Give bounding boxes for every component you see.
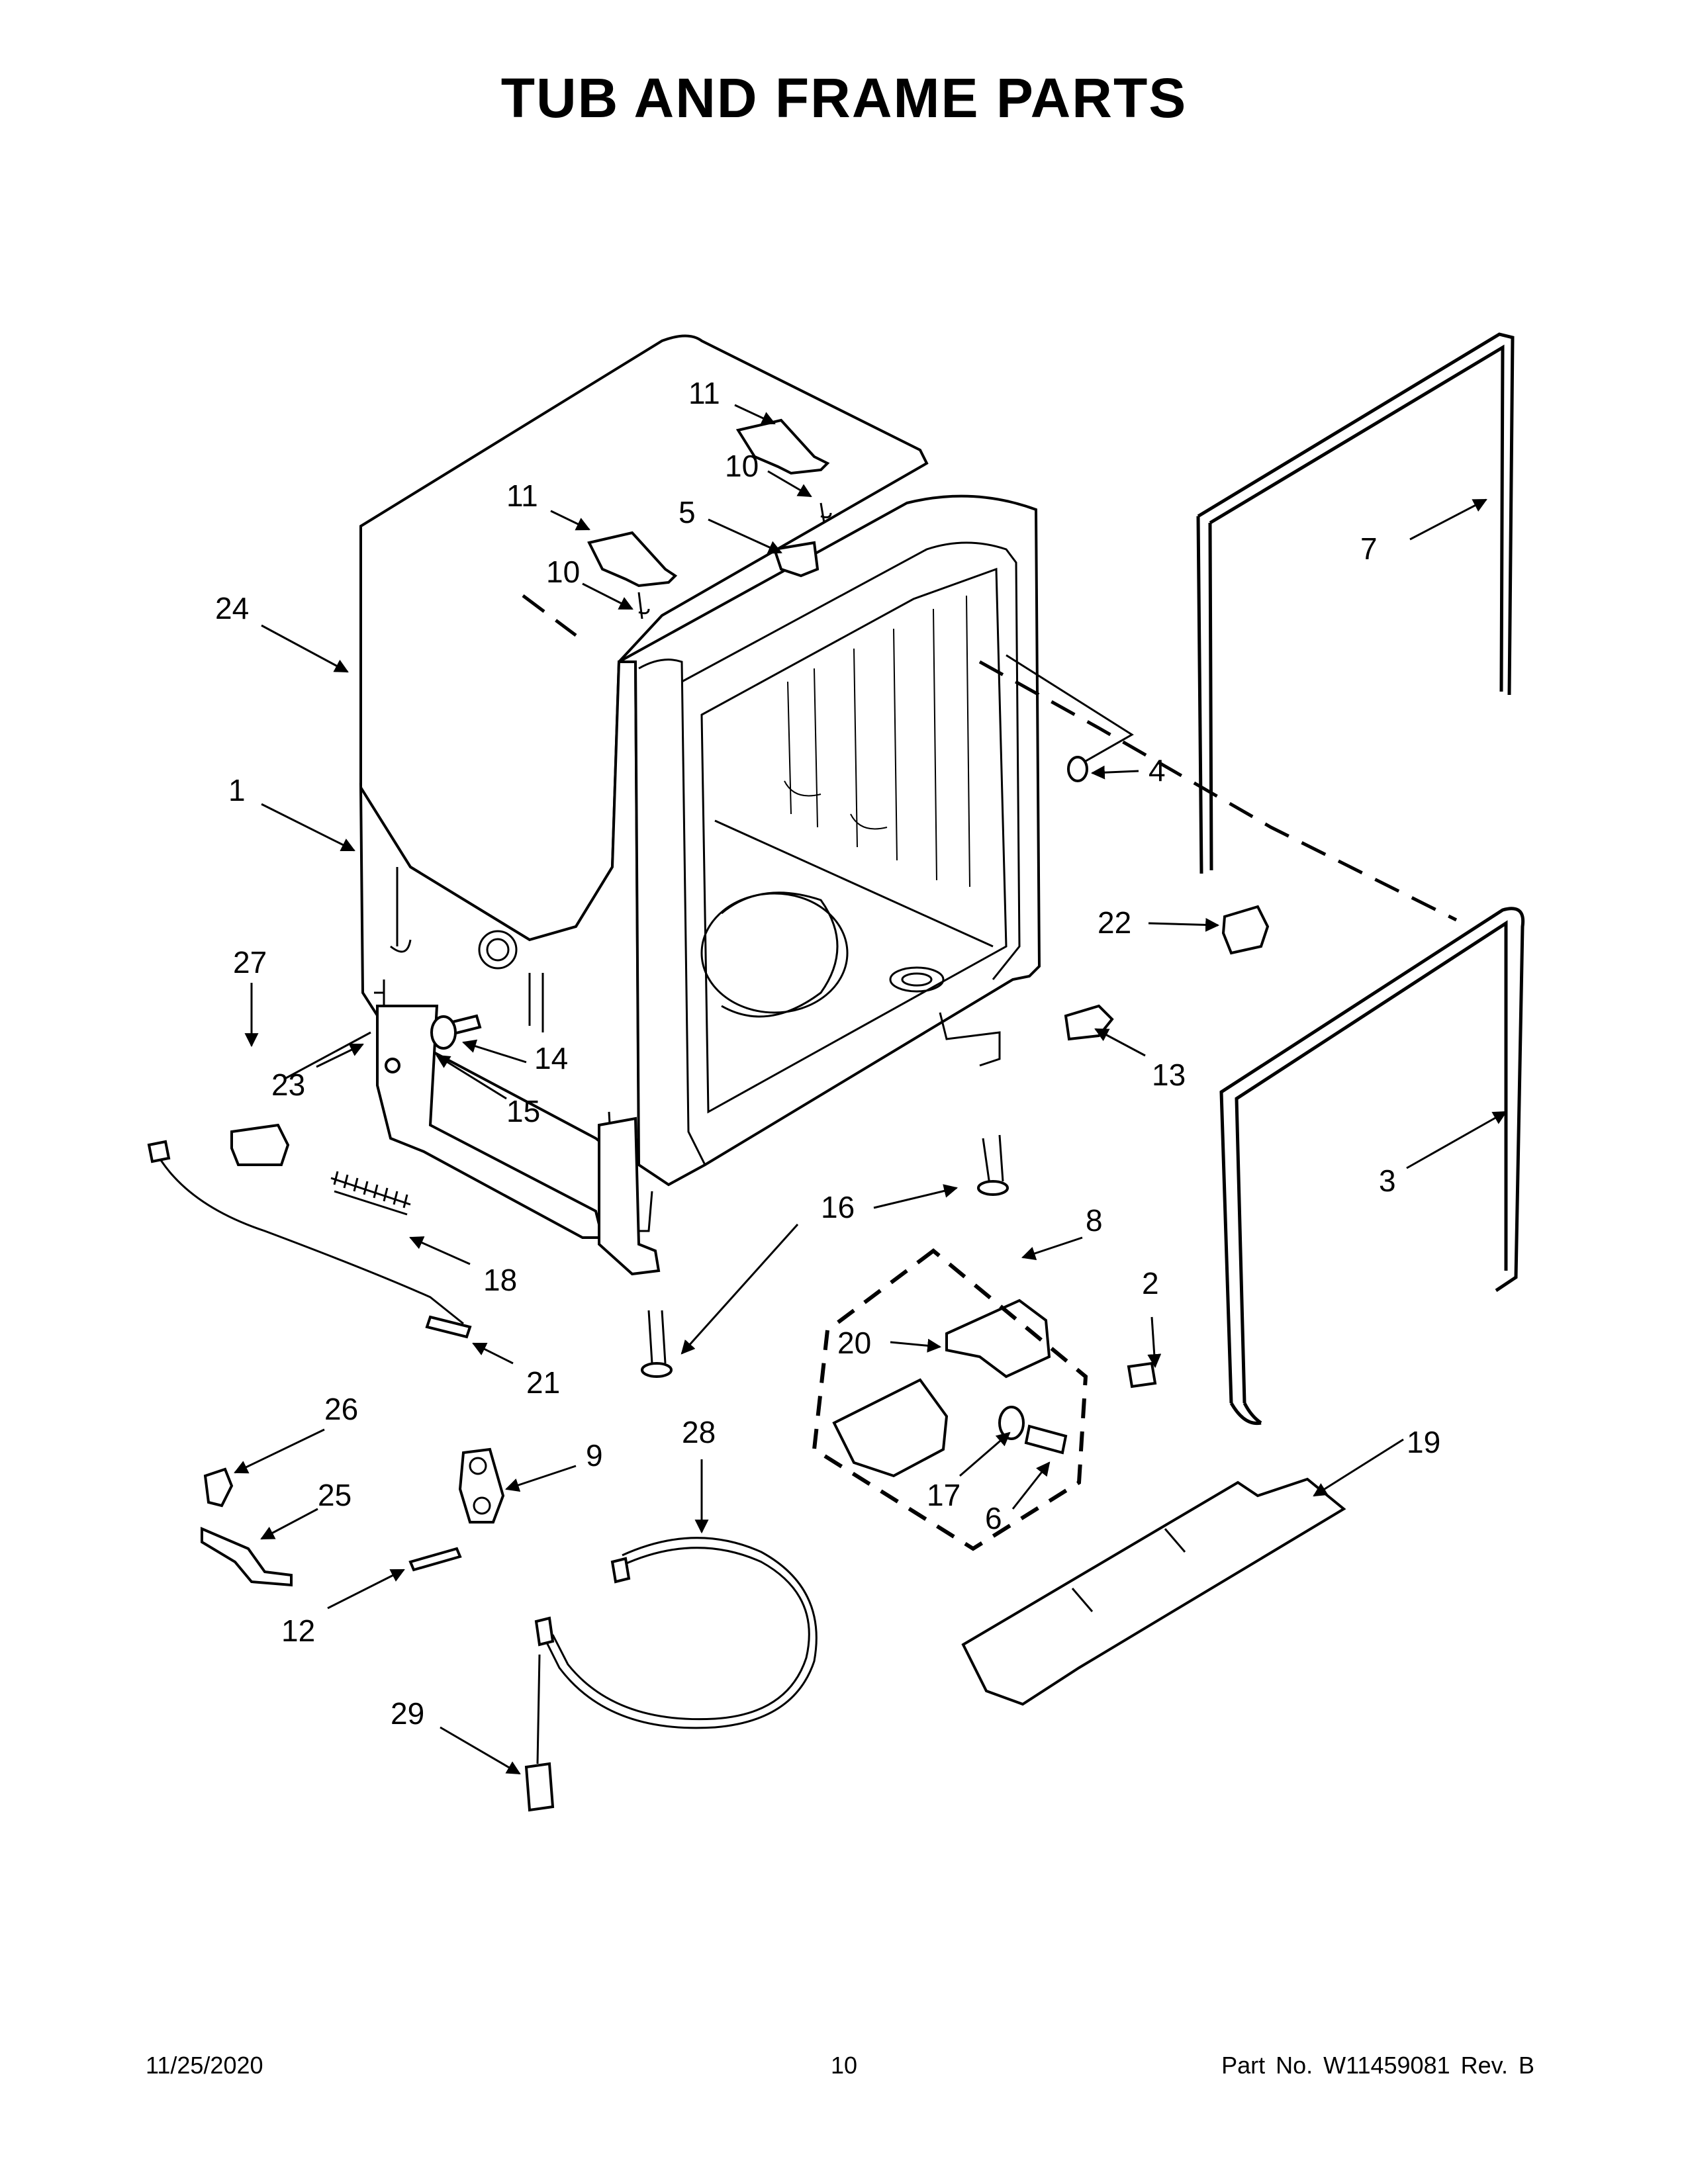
callout-4: 4 <box>1149 753 1166 788</box>
tub-assembly <box>359 334 1041 1276</box>
callout-17: 17 <box>927 1478 961 1512</box>
callout-29: 29 <box>391 1696 424 1731</box>
callout-6: 6 <box>985 1501 1002 1535</box>
callout-19: 19 <box>1407 1425 1440 1459</box>
footer-part-number: Part No. W11459081 Rev. B <box>1221 2052 1534 2079</box>
callout-13: 13 <box>1152 1058 1186 1092</box>
washer-17 <box>998 1406 1025 1440</box>
tub-gasket <box>1219 907 1525 1426</box>
callout-27: 27 <box>233 945 267 979</box>
callout-20: 20 <box>837 1326 871 1360</box>
page-title: TUB AND FRAME PARTS <box>500 67 1188 129</box>
callout-1: 1 <box>228 773 246 807</box>
spring-18 <box>333 1171 408 1208</box>
screw-2 <box>1127 1361 1157 1388</box>
callout-23: 23 <box>271 1068 305 1102</box>
side-port <box>478 930 518 970</box>
washer-15 <box>430 1015 457 1050</box>
reference-lines <box>284 594 1458 1080</box>
bracket-20 <box>945 1298 1051 1379</box>
box-20 <box>832 1378 949 1478</box>
callout-12: 12 <box>281 1614 315 1648</box>
hose-28 <box>541 1537 818 1729</box>
small-parts <box>147 756 1346 1812</box>
callout-10-lower: 10 <box>546 555 580 589</box>
screw-6 <box>1024 1424 1068 1455</box>
leg-16-lower <box>647 1310 667 1364</box>
hinge-bracket-lower <box>587 531 678 588</box>
sump-opening <box>700 892 849 1014</box>
callout-25: 25 <box>318 1478 352 1512</box>
plate-19 <box>961 1477 1346 1706</box>
grommet-23 <box>385 1058 400 1073</box>
callout-2: 2 <box>1142 1266 1159 1300</box>
callout-16: 16 <box>821 1190 855 1224</box>
leg-16-upper <box>982 1134 1004 1185</box>
callout-5: 5 <box>679 495 696 529</box>
callout-labels: 11 10 11 10 5 24 1 27 23 14 15 18 21 7 4… <box>215 376 1440 1731</box>
callout-18: 18 <box>483 1263 517 1297</box>
footer-page-number: 10 <box>830 2052 858 2079</box>
hinge-bracket-upper <box>735 418 830 475</box>
callout-7: 7 <box>1360 531 1378 566</box>
fitting-29 <box>524 1762 555 1812</box>
wire-21 <box>154 1151 464 1325</box>
group-8-outline <box>812 1248 1088 1551</box>
top-bracket <box>773 541 820 578</box>
plug <box>1067 756 1088 782</box>
cap-27 <box>230 1123 290 1166</box>
bracket-25 <box>201 1526 293 1587</box>
leader-arrows <box>234 404 1507 1775</box>
callout-11-lower: 11 <box>506 478 538 513</box>
bracket-9 <box>458 1447 505 1524</box>
callout-11-upper: 11 <box>688 376 720 410</box>
callout-22: 22 <box>1098 905 1131 940</box>
sensor-26 <box>203 1467 234 1508</box>
callout-3: 3 <box>1379 1163 1396 1198</box>
callout-26: 26 <box>324 1392 358 1426</box>
clip-22 <box>1221 905 1270 955</box>
door-gasket-side <box>1196 332 1515 874</box>
callout-15: 15 <box>506 1094 540 1128</box>
callout-10-upper: 10 <box>725 449 759 483</box>
callout-9: 9 <box>586 1438 603 1473</box>
callout-14: 14 <box>534 1041 568 1075</box>
callout-24: 24 <box>215 591 249 625</box>
footer-date: 11/25/2020 <box>146 2052 263 2079</box>
callout-28: 28 <box>682 1415 716 1449</box>
callout-8: 8 <box>1086 1203 1103 1238</box>
callout-21: 21 <box>526 1365 560 1400</box>
screw-12 <box>408 1547 462 1572</box>
